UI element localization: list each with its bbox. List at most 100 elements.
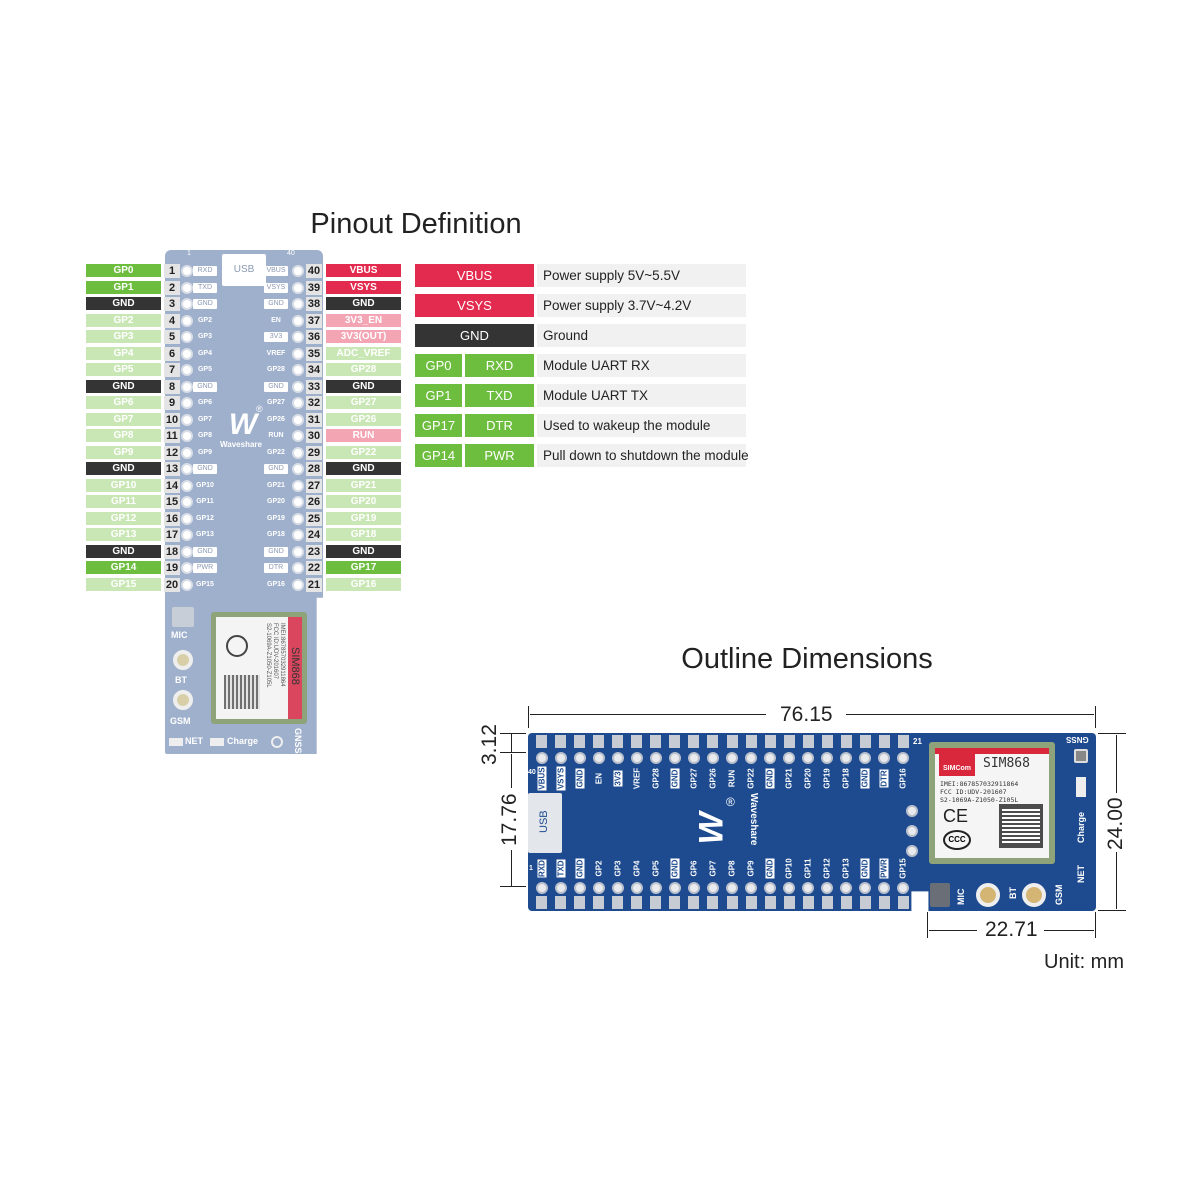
bottom-pin-label: GP5 xyxy=(650,856,661,882)
board-silkscreen-label: GP11 xyxy=(196,498,214,505)
pin-hole xyxy=(630,882,643,894)
module-code: S2-1069A-Z1050-Z105L xyxy=(265,623,271,688)
registered-mark: ® xyxy=(726,795,735,809)
pin-hole xyxy=(292,545,304,558)
top-pin-label: GP21 xyxy=(784,766,795,792)
board-silkscreen-label: GP18 xyxy=(267,531,285,538)
pin-number: 21 xyxy=(306,577,322,592)
pin-number: 28 xyxy=(306,462,322,476)
bottom-pin-label: TXD xyxy=(555,856,566,882)
pin-hole xyxy=(181,463,193,475)
top-pin-label-text: GP22 xyxy=(746,768,756,789)
waveshare-logo-mark: W xyxy=(228,408,257,441)
pin-label-gp28: GP28 xyxy=(326,363,401,376)
ce-mark xyxy=(226,635,248,657)
pin-pad xyxy=(859,735,871,748)
bottom-pin-label-text: GP13 xyxy=(841,858,851,879)
pin-label-gnd: GND xyxy=(326,544,401,558)
pin-label-gp5: GP5 xyxy=(86,363,161,376)
module-width-value: 22.71 xyxy=(985,918,1038,941)
pin-label-gnd: GND xyxy=(326,462,401,475)
waveshare-logo: W Waveshare ® xyxy=(218,404,264,449)
pin-hole xyxy=(292,446,304,459)
usb-label: USB xyxy=(538,810,550,833)
pinout-title: Pinout Definition xyxy=(310,208,522,240)
bottom-pin-label-text: PWR xyxy=(879,858,889,879)
board-silkscreen-label: GP5 xyxy=(197,366,212,373)
pin-number: 11 xyxy=(164,429,180,443)
bt-antenna-connector xyxy=(976,883,1000,907)
legend-function-pwr: PWR xyxy=(465,444,534,467)
pin-hole xyxy=(181,479,193,492)
pin-pad xyxy=(840,735,852,748)
pin-hole xyxy=(554,882,567,894)
test-point xyxy=(906,825,918,837)
brand-name: Waveshare xyxy=(748,793,759,846)
gnss-label: GNSS xyxy=(293,728,303,754)
pin-pad xyxy=(783,735,795,748)
top-pin-label: DTR xyxy=(879,766,890,792)
bottom-pin-label-text: GP10 xyxy=(784,858,794,879)
pin-hole xyxy=(745,882,758,894)
top-pin-label: 3V3 xyxy=(612,766,623,792)
board-silkscreen-label: GND xyxy=(264,381,288,392)
top-pin-label: VREF xyxy=(631,766,642,792)
module-imei: IMEI:867857032911864 xyxy=(940,780,1019,788)
pin-hole xyxy=(706,882,719,894)
top-pin-label-text: GP18 xyxy=(841,768,851,789)
pin-hole xyxy=(292,331,304,343)
bt-label: BT xyxy=(1008,887,1018,899)
bottom-pin-label: GP13 xyxy=(841,856,852,882)
top-pin-label-text: VREF xyxy=(632,767,642,790)
board-silkscreen-label: GP6 xyxy=(197,399,212,406)
pin40-marker: 40 xyxy=(287,250,295,257)
pin-hole xyxy=(783,882,796,894)
bottom-pin-label: GP7 xyxy=(707,856,718,882)
pin-number: 18 xyxy=(164,544,180,559)
bottom-pin-label: GP15 xyxy=(898,856,909,882)
board-silkscreen-label: GND xyxy=(193,381,217,392)
board-silkscreen-label: GND xyxy=(264,546,288,557)
pin-hole xyxy=(292,364,304,376)
pin-hole xyxy=(181,496,193,508)
top-pin-label-text: EN xyxy=(594,772,604,785)
pin-label-gp19: GP19 xyxy=(326,511,401,525)
top-pin-label: VBUS xyxy=(536,766,547,792)
pin-label-gp0: GP0 xyxy=(86,264,161,277)
board-silkscreen-label: GP16 xyxy=(267,580,285,588)
pin-hole xyxy=(745,752,758,764)
pin-number: 34 xyxy=(306,363,322,377)
pin-number: 25 xyxy=(306,511,322,526)
pin-hole xyxy=(181,529,193,541)
board-silkscreen-label: GP21 xyxy=(267,481,285,489)
pin-pad xyxy=(707,896,719,909)
pin-hole xyxy=(783,752,796,764)
pin-pad xyxy=(555,735,567,748)
pin1-marker: 1 xyxy=(187,250,191,257)
pin-label-gp3: GP3 xyxy=(86,330,161,343)
legend-function-txd: TXD xyxy=(465,384,534,407)
pin-hole xyxy=(292,397,304,409)
pin-hole xyxy=(821,752,834,764)
pin-pad xyxy=(612,735,624,748)
bottom-pin-label-text: GP3 xyxy=(613,860,623,877)
net-led-label: NET xyxy=(1076,865,1086,883)
top-pin-label: GP22 xyxy=(746,766,757,792)
bottom-pin-label: GND xyxy=(860,856,871,882)
pin-pad xyxy=(688,896,700,909)
pin-pad xyxy=(764,896,776,909)
pin-label-gp16: GP16 xyxy=(326,577,401,591)
pin-hole xyxy=(706,752,719,764)
pin-pad xyxy=(650,896,662,909)
pin-pad xyxy=(821,896,833,909)
pin-pad xyxy=(574,896,586,909)
pin-label-gnd: GND xyxy=(86,462,161,475)
bottom-pin-label-text: GP6 xyxy=(689,860,699,877)
unit-label: Unit: mm xyxy=(1044,951,1124,973)
pin-row-value: 3.12 xyxy=(478,724,501,765)
pin-label-gp21: GP21 xyxy=(326,478,401,492)
pin-hole xyxy=(630,752,643,764)
pin-hole xyxy=(181,512,193,525)
bottom-pin-label: GP2 xyxy=(593,856,604,882)
pin-number: 40 xyxy=(306,264,322,278)
